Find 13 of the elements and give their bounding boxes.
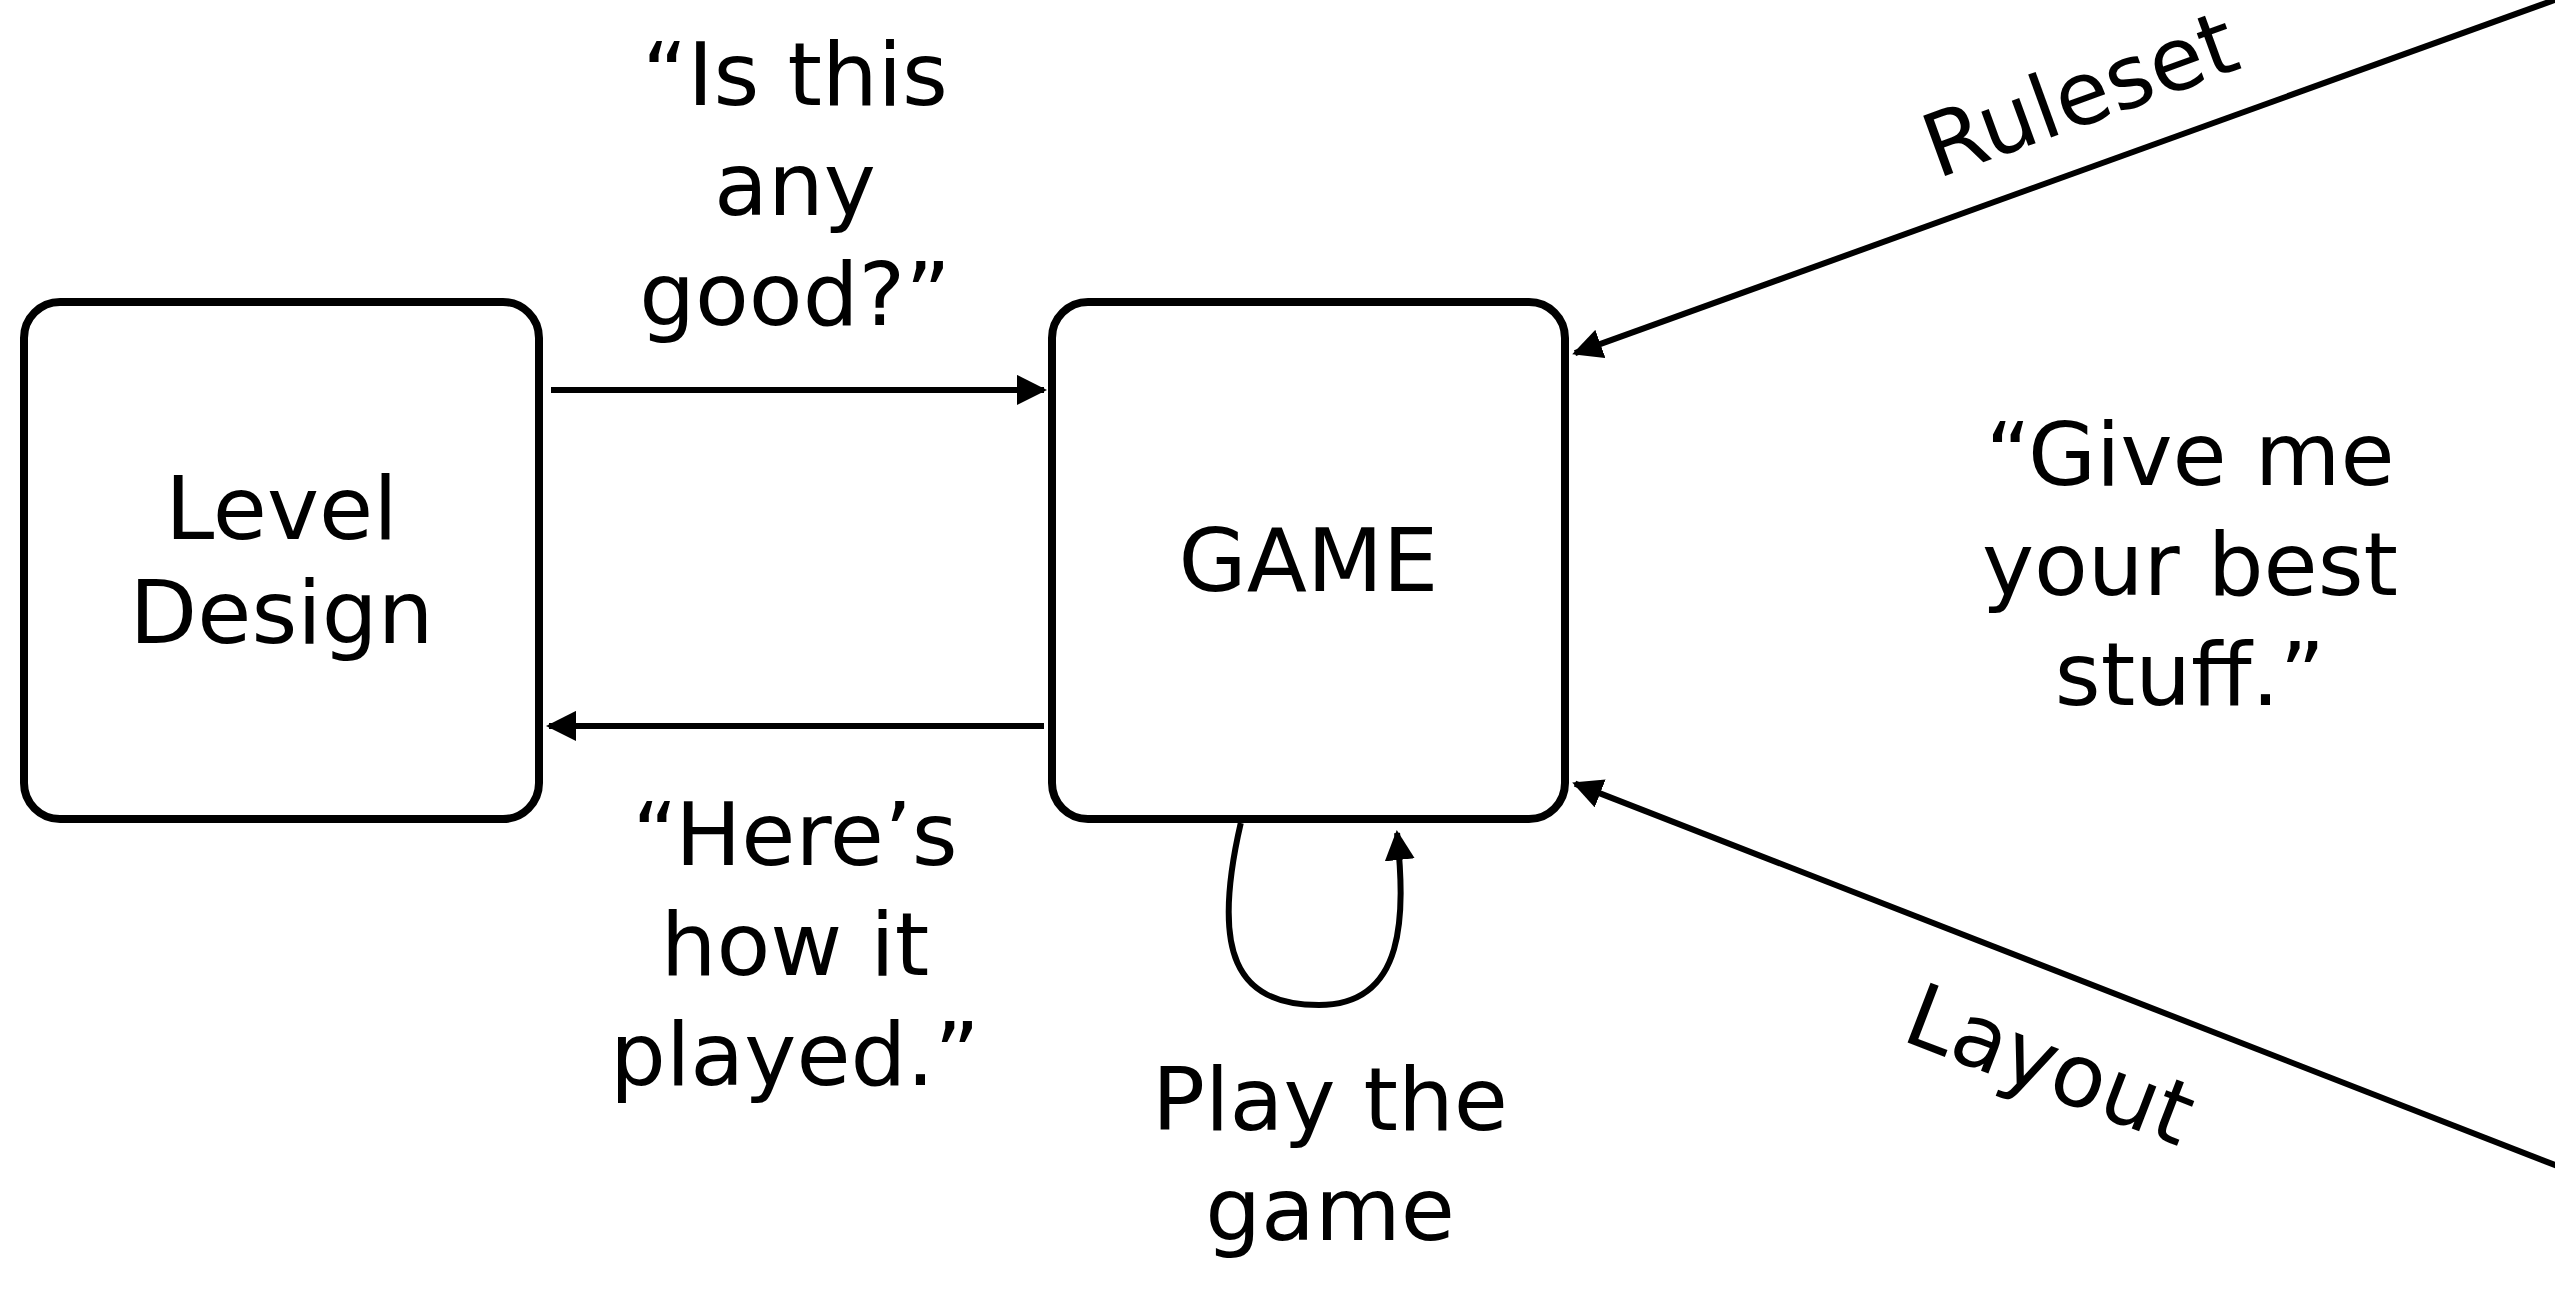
edge-label: Play the game [1151,1047,1509,1263]
arrow [1572,0,2555,359]
arrow [1572,779,2555,1170]
process-box [20,298,543,823]
edge-label: “Is this any good?” [638,22,952,348]
arrow [546,710,1044,741]
process-box [1048,298,1569,823]
arrow [1225,822,1415,1008]
box-label: Level Design [128,456,435,665]
arrow [551,374,1047,405]
edge-label: “Here’s how it played.” [609,782,981,1108]
box-label: GAME [1177,508,1440,613]
quote-text: “Give me your best stuff.” [1980,402,2400,728]
